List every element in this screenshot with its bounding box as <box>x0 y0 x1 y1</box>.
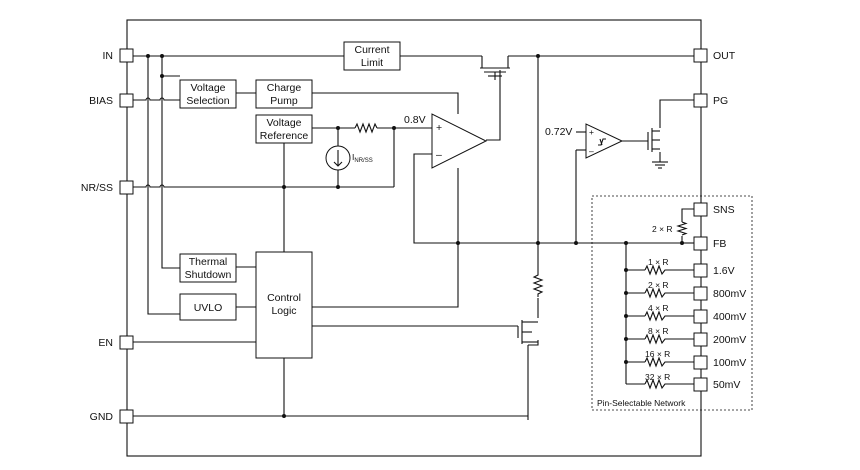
discharge-fet-icon <box>517 320 538 344</box>
pin-nr-ss: NR/SS <box>81 180 134 195</box>
resistor-reference <box>354 122 378 134</box>
pin-400mv: 400mV <box>693 309 746 324</box>
reference-voltage-label: 0.8V <box>404 114 426 126</box>
wires <box>133 55 694 420</box>
svg-text:IN: IN <box>103 50 114 62</box>
resistor-32r <box>644 378 667 390</box>
svg-text:200mV: 200mV <box>713 334 746 346</box>
svg-text:Reference: Reference <box>260 130 309 142</box>
resistor-8r-label: 8 × R <box>648 326 669 336</box>
pin-200mv: 200mV <box>693 332 746 347</box>
svg-text:Voltage: Voltage <box>266 117 301 129</box>
svg-text:Shutdown: Shutdown <box>185 269 232 281</box>
svg-text:1.6V: 1.6V <box>713 265 735 277</box>
svg-text:EN: EN <box>98 337 113 349</box>
comp-minus: – <box>589 146 594 156</box>
charge-pump-block: Charge Pump <box>255 79 313 109</box>
control-logic-block: Control Logic <box>255 251 313 359</box>
pin-sns: SNS <box>693 202 735 217</box>
svg-text:800mV: 800mV <box>713 288 746 300</box>
resistor-8r <box>644 333 667 345</box>
svg-text:Logic: Logic <box>271 305 296 317</box>
resistor-1r <box>644 264 667 276</box>
svg-text:400mV: 400mV <box>713 311 746 323</box>
svg-text:GND: GND <box>90 411 114 423</box>
pass-fet-icon <box>480 56 510 80</box>
voltage-reference-block: Voltage Reference <box>255 114 313 144</box>
pin-selectable-network-box <box>591 195 753 411</box>
pin-100mv: 100mV <box>693 355 746 370</box>
error-amp-plus: + <box>436 122 442 134</box>
svg-text:SNS: SNS <box>713 204 735 216</box>
pin-gnd: GND <box>90 409 134 424</box>
resistor-sns-fb-label: 2 × R <box>652 224 673 234</box>
pg-threshold-label: 0.72V <box>545 126 572 138</box>
pin-en: EN <box>98 335 134 350</box>
svg-text:Pump: Pump <box>270 95 298 107</box>
resistor-1r-label: 1 × R <box>648 257 669 267</box>
hysteresis-icon <box>598 138 606 146</box>
resistors <box>354 122 688 390</box>
junction-dots <box>146 54 684 418</box>
error-amplifier <box>431 113 488 169</box>
pg-fet-icon <box>647 128 660 152</box>
svg-text:BIAS: BIAS <box>89 95 113 107</box>
svg-text:Voltage: Voltage <box>190 82 225 94</box>
voltage-selection-block: Voltage Selection <box>179 79 237 109</box>
svg-text:Current: Current <box>354 44 389 56</box>
current-source-label: INR/SS <box>352 152 373 164</box>
svg-text:Thermal: Thermal <box>189 256 228 268</box>
pin-bias: BIAS <box>89 93 134 108</box>
uvlo-block: UVLO <box>179 293 237 321</box>
svg-text:Charge: Charge <box>267 82 302 94</box>
svg-text:Control: Control <box>267 292 301 304</box>
resistor-discharge <box>532 272 544 297</box>
svg-text:50mV: 50mV <box>713 379 740 391</box>
network-title: Pin-Selectable Network <box>597 398 686 408</box>
current-limit-block: Current Limit <box>343 41 401 71</box>
svg-text:NR/SS: NR/SS <box>81 182 113 194</box>
resistor-2r-label: 2 × R <box>648 280 669 290</box>
pin-1-6v: 1.6V <box>693 263 735 278</box>
pin-in: IN <box>103 48 134 63</box>
svg-text:OUT: OUT <box>713 50 736 62</box>
svg-text:Selection: Selection <box>186 95 229 107</box>
svg-text:FB: FB <box>713 238 726 250</box>
pin-50mv: 50mV <box>693 377 740 392</box>
pg-comparator <box>585 123 624 159</box>
resistor-4r-label: 4 × R <box>648 303 669 313</box>
pin-fb: FB <box>693 236 726 251</box>
pin-pg: PG <box>693 93 728 108</box>
resistor-32r-label: 32 × R <box>645 372 670 382</box>
error-amp-minus: – <box>436 149 442 161</box>
pin-800mv: 800mV <box>693 286 746 301</box>
thermal-shutdown-block: Thermal Shutdown <box>179 253 237 283</box>
svg-text:PG: PG <box>713 95 728 107</box>
resistor-sns-fb <box>676 221 688 236</box>
comp-plus: + <box>589 127 594 137</box>
resistor-4r <box>644 310 667 322</box>
resistor-16r <box>644 356 667 368</box>
pin-out: OUT <box>693 48 736 63</box>
resistor-2r <box>644 287 667 299</box>
resistor-16r-label: 16 × R <box>645 349 670 359</box>
svg-text:UVLO: UVLO <box>194 302 223 314</box>
svg-text:100mV: 100mV <box>713 357 746 369</box>
svg-text:Limit: Limit <box>361 57 383 69</box>
